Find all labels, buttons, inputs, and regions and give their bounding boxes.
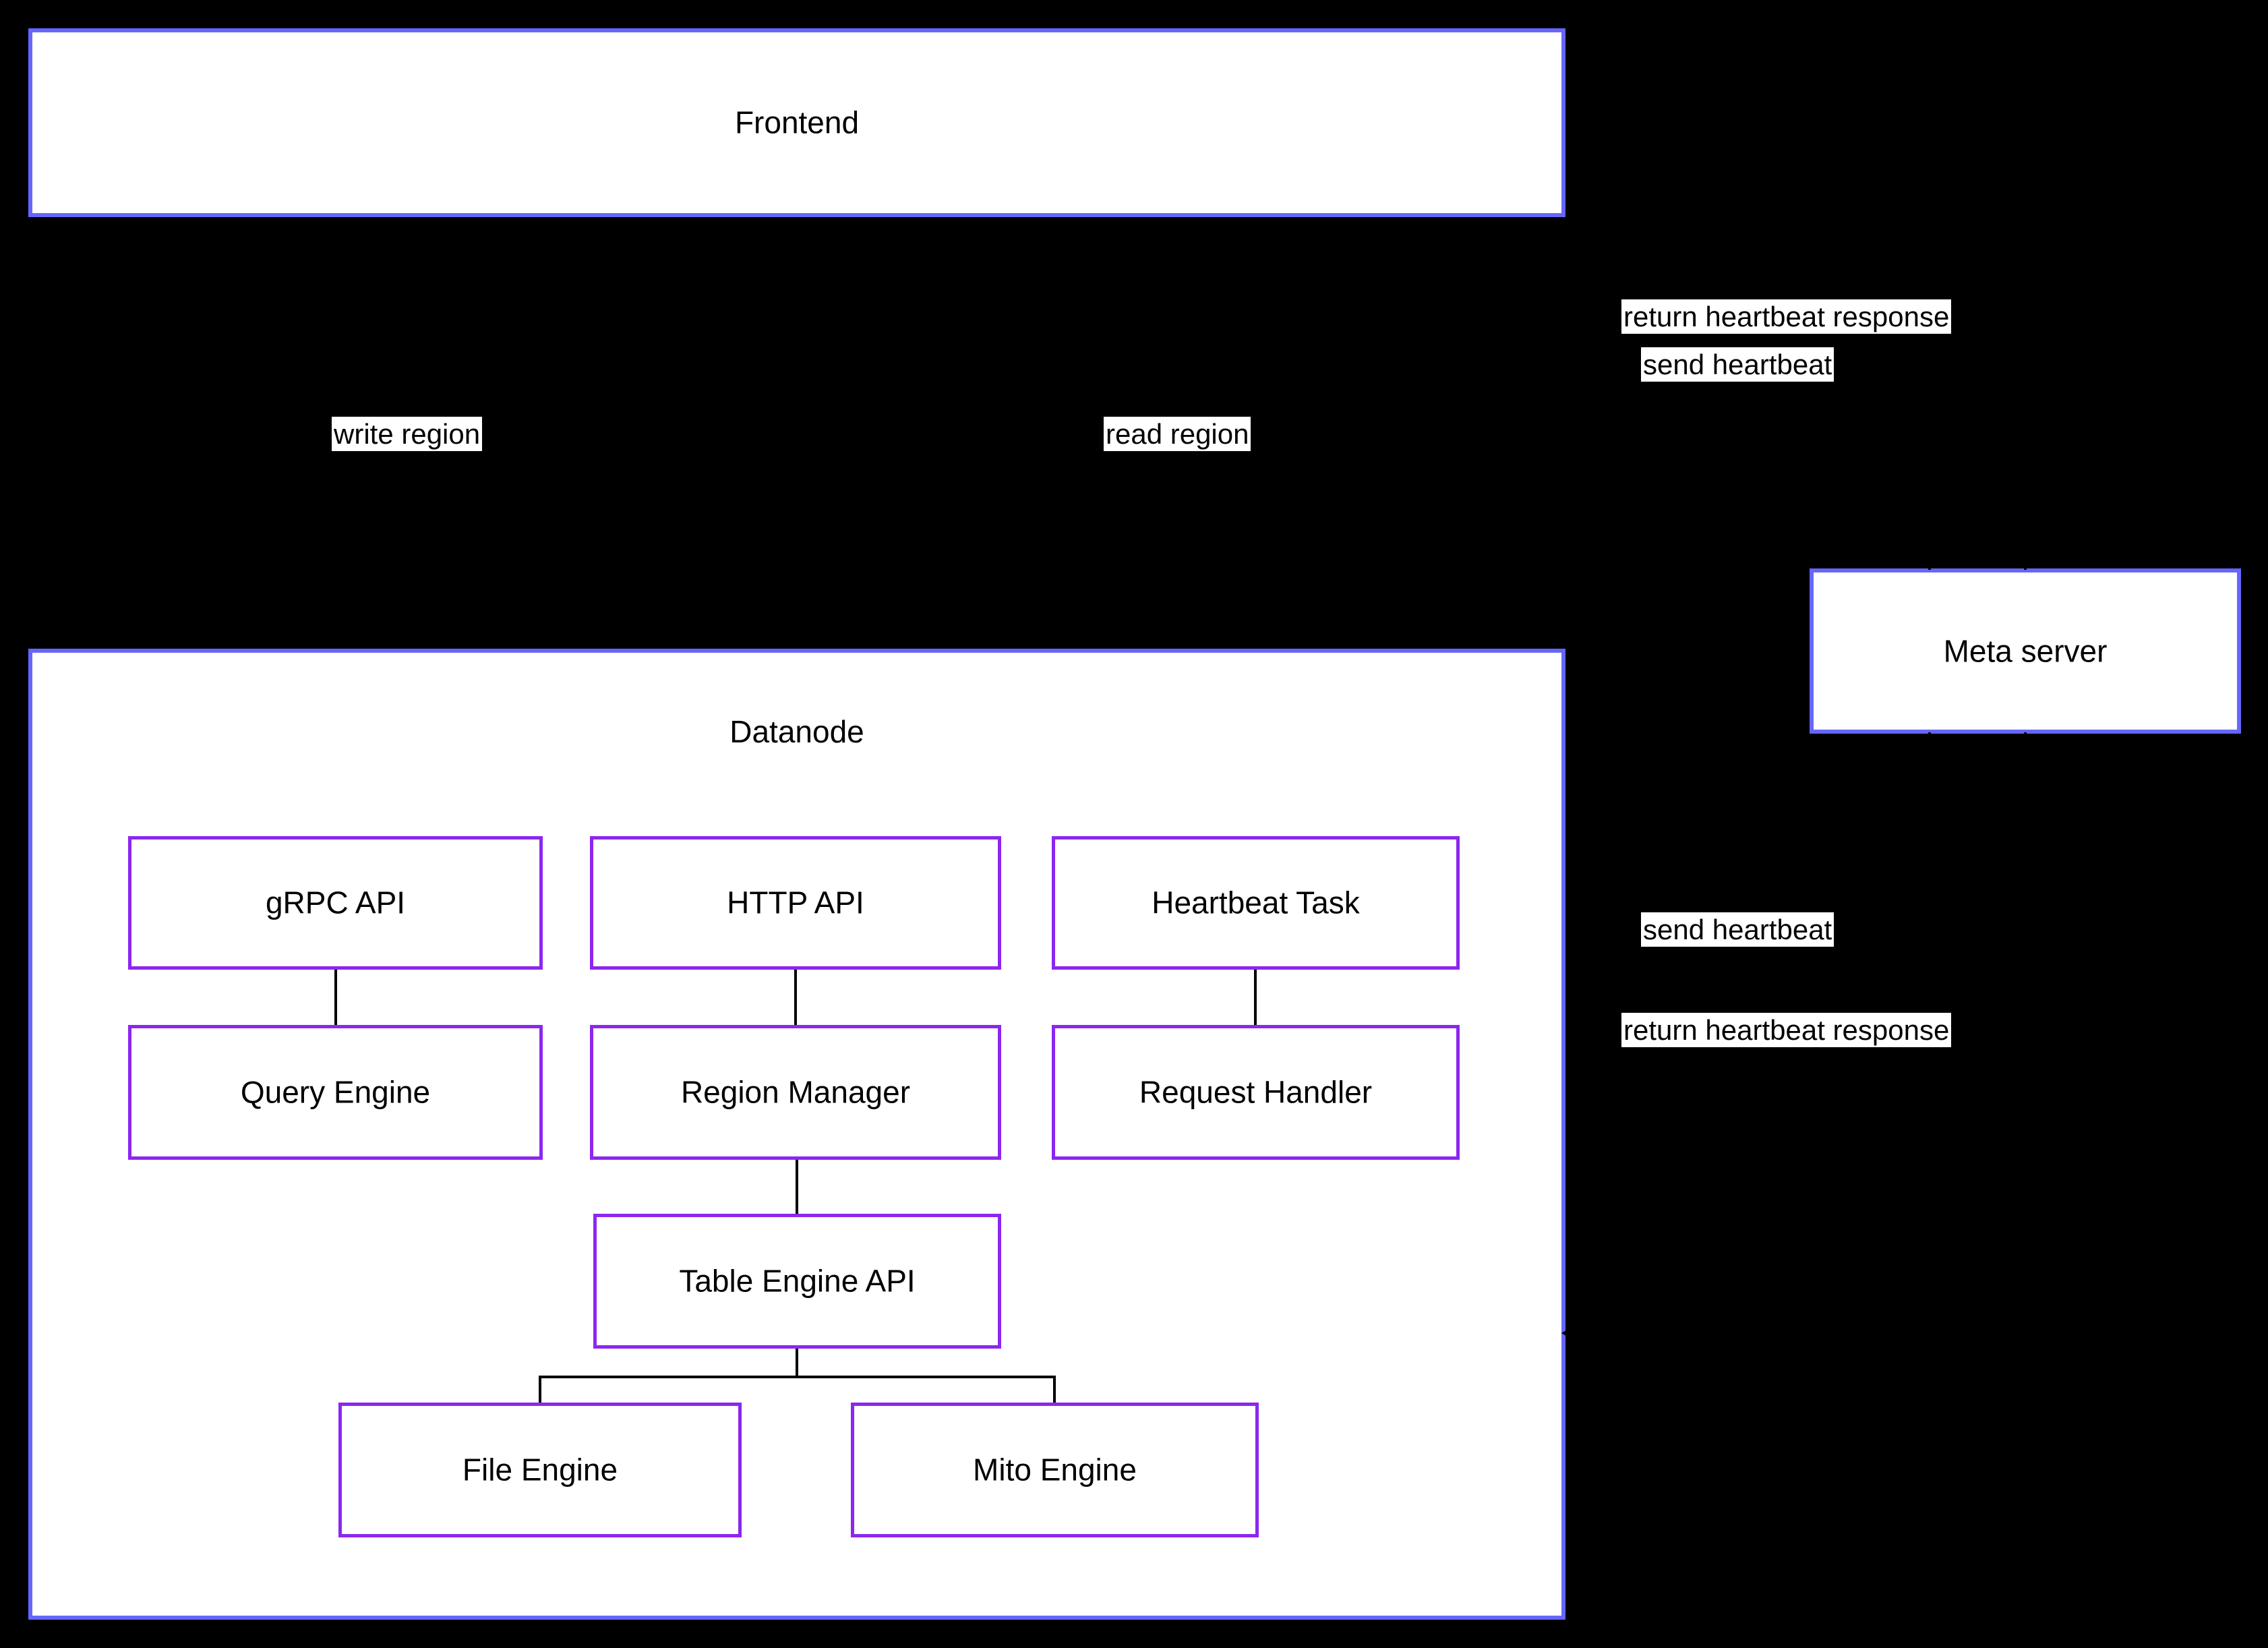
node-datanode-label: Datanode	[729, 714, 864, 749]
connector-region-to-table-engine	[796, 1160, 798, 1214]
arrow-write-region	[402, 637, 417, 649]
node-http-api-label: HTTP API	[727, 885, 864, 920]
edge-label-frontend-return-heartbeat: return heartbeat response	[1621, 299, 1952, 334]
connector-table-engine-to-engines-h	[539, 1376, 1056, 1378]
node-request-handler[interactable]: Request Handler	[1052, 1025, 1460, 1160]
arrow-frontend-return-heartbeat	[1561, 294, 1574, 309]
node-heartbeat-task-label: Heartbeat Task	[1152, 885, 1360, 920]
node-table-engine-api[interactable]: Table Engine API	[593, 1214, 1001, 1349]
node-file-engine-label: File Engine	[462, 1452, 618, 1488]
node-heartbeat-task[interactable]: Heartbeat Task	[1052, 836, 1460, 970]
connector-grpc-to-query	[334, 970, 337, 1025]
node-request-handler-label: Request Handler	[1139, 1074, 1373, 1110]
node-mito-engine[interactable]: Mito Engine	[851, 1403, 1259, 1537]
connector-datanode-return-heartbeat-h	[1565, 1332, 1930, 1334]
node-file-engine[interactable]: File Engine	[338, 1403, 742, 1537]
edge-label-frontend-send-heartbeat: send heartbeat	[1641, 347, 1834, 382]
edge-label-datanode-send-heartbeat: send heartbeat	[1641, 912, 1834, 947]
node-query-engine[interactable]: Query Engine	[128, 1025, 543, 1160]
node-query-engine-label: Query Engine	[240, 1074, 431, 1110]
connector-to-file-engine	[539, 1376, 541, 1403]
node-region-manager[interactable]: Region Manager	[590, 1025, 1001, 1160]
connector-frontend-return-heartbeat-v	[1928, 300, 1931, 570]
node-meta-server-label: Meta server	[1943, 633, 2108, 669]
node-table-engine-api-label: Table Engine API	[679, 1263, 916, 1299]
connector-table-engine-to-engines-v	[796, 1349, 798, 1376]
edge-label-datanode-return-heartbeat: return heartbeat response	[1621, 1013, 1952, 1048]
connector-heartbeat-to-request	[1254, 970, 1257, 1025]
arrow-datanode-send-heartbeat	[2018, 732, 2033, 744]
node-grpc-api-label: gRPC API	[265, 885, 406, 920]
arrow-read-region	[1175, 637, 1190, 649]
node-frontend[interactable]: Frontend	[28, 28, 1565, 217]
arrow-frontend-send-heartbeat	[2018, 558, 2033, 570]
connector-to-mito-engine	[1053, 1376, 1056, 1403]
connector-http-to-region	[794, 970, 797, 1025]
node-mito-engine-label: Mito Engine	[973, 1452, 1137, 1488]
node-grpc-api[interactable]: gRPC API	[128, 836, 543, 970]
node-frontend-label: Frontend	[734, 105, 860, 140]
connector-datanode-send-heartbeat-h	[1565, 1131, 2025, 1134]
node-region-manager-label: Region Manager	[680, 1074, 911, 1110]
node-meta-server[interactable]: Meta server	[1810, 568, 2241, 734]
edge-label-read-region: read region	[1104, 417, 1251, 452]
edge-label-write-region: write region	[332, 417, 483, 452]
arrow-datanode-return-heartbeat	[1561, 1326, 1574, 1341]
node-http-api[interactable]: HTTP API	[590, 836, 1001, 970]
connector-datanode-send-heartbeat-v	[2024, 732, 2027, 1134]
connector-frontend-send-heartbeat-v	[2024, 351, 2027, 570]
